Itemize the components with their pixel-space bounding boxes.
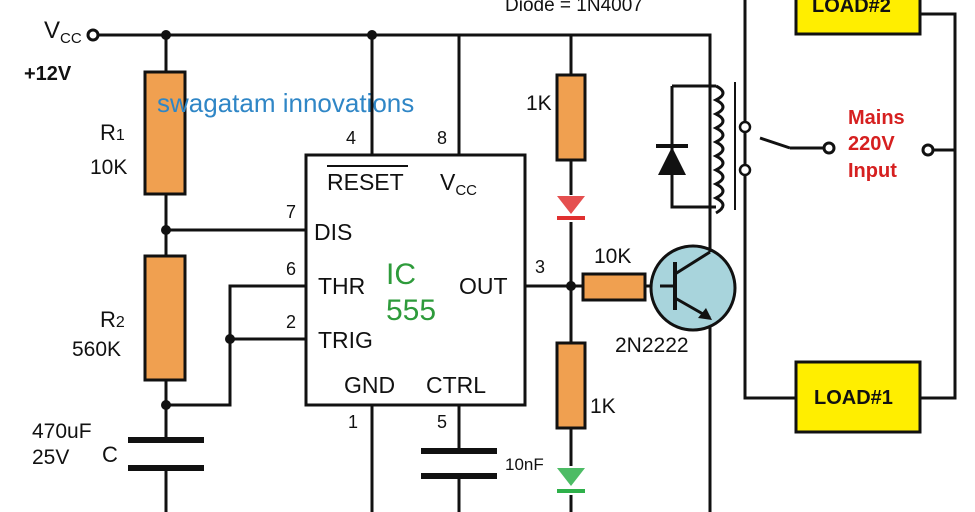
relay-coil [712,82,736,215]
pin-1-number: 1 [348,412,358,432]
load2-box [794,0,922,36]
mains-line1: Mains [848,107,905,129]
pin-thr-label: THR [318,273,365,299]
r2-resistor [143,254,187,382]
ic-name-line2: 555 [386,294,436,327]
watermark: swagatam innovations [157,88,414,118]
r-bottom-led-resistor [555,341,587,430]
r1-value: 10K [90,156,127,179]
mains-line2: 220V [848,133,895,155]
pin-6-number: 6 [286,259,296,279]
ic-555-body [304,153,527,407]
transistor-2n2222 [649,244,737,332]
ctrl-cap-value: 10nF [505,455,544,474]
r-base-value: 10K [594,245,631,268]
pin-gnd-label: GND [344,372,395,398]
r1-name: R1 [100,120,125,145]
mains-line3: Input [848,160,897,182]
load2-label: LOAD#2 [812,0,891,17]
timing-capacitor [128,437,204,471]
transistor-label: 2N2222 [615,334,689,357]
r-top-led-value: 1K [526,92,552,115]
pin-7-number: 7 [286,202,296,222]
pin-8-number: 8 [437,128,447,148]
cap-name: C [102,442,118,467]
cap-value: 470uF [32,420,92,443]
diode-note: Diode = 1N4007 [505,0,643,16]
ctrl-capacitor [421,448,497,479]
pin-out-label: OUT [459,273,508,299]
r2-value: 560K [72,338,121,361]
pin-reset-label: RESET [327,169,404,195]
pin-4-number: 4 [346,128,356,148]
pin-vcc-label: VCC [440,169,477,199]
cap-voltage: 25V [32,446,69,469]
vcc-terminal [86,28,100,42]
r-base-resistor [581,272,647,302]
ic-name-line1: IC [386,258,416,291]
r2-name: R2 [100,307,125,332]
r-bottom-led-value: 1K [590,395,616,418]
relay-contacts [738,120,955,177]
load1-box [794,360,922,434]
green-led [557,468,585,493]
pin-2-number: 2 [286,312,296,332]
junction-dots [161,30,576,410]
r1-resistor [143,70,187,196]
load1-label: LOAD#1 [814,387,893,409]
pin-5-number: 5 [437,412,447,432]
r-top-led-resistor [555,73,587,162]
pin-3-number: 3 [535,257,545,277]
pin-dis-label: DIS [314,219,352,245]
red-led [557,196,585,220]
flyback-diode [656,144,688,175]
vcc-label: VCC [44,17,82,47]
supply-voltage: +12V [24,63,72,85]
pin-trig-label: TRIG [318,327,373,353]
pin-ctrl-label: CTRL [426,372,486,398]
